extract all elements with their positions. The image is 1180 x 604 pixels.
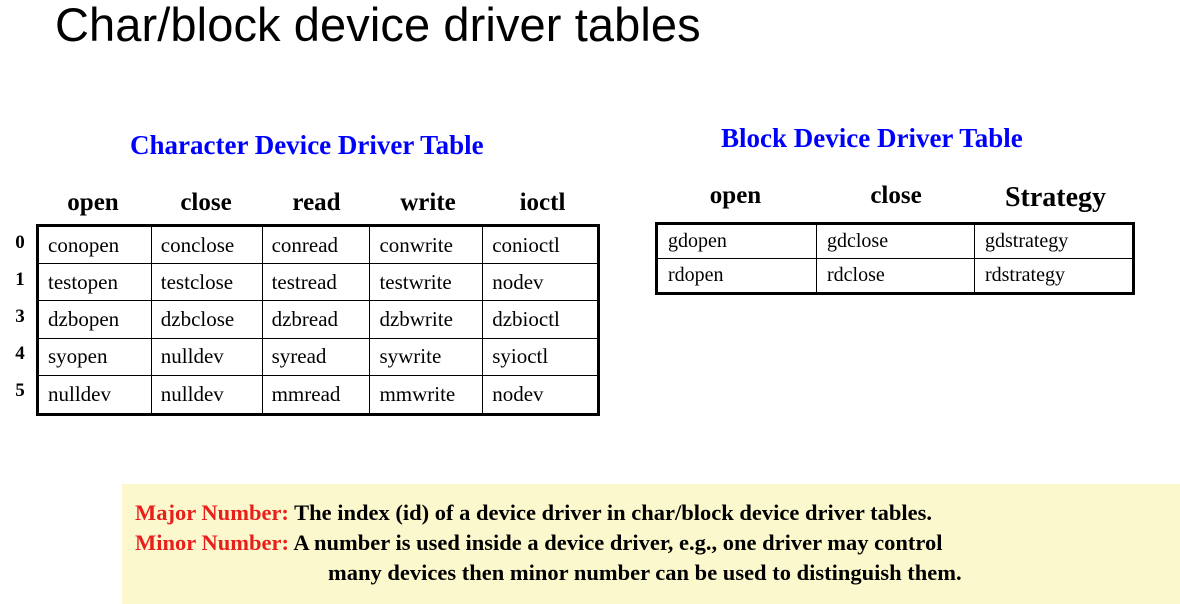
minor-number-text-continued: many devices then minor number can be us… bbox=[328, 560, 962, 585]
table-row: syopen nulldev syread sywrite syioctl bbox=[39, 338, 597, 376]
char-row-index: 5 bbox=[15, 380, 25, 402]
minor-number-definition: Minor Number: A number is used inside a … bbox=[135, 528, 943, 558]
table-cell: conopen bbox=[39, 227, 152, 264]
char-table-heading: Character Device Driver Table bbox=[130, 130, 484, 160]
major-number-text: The index (id) of a device driver in cha… bbox=[288, 500, 933, 525]
table-cell: syopen bbox=[39, 338, 152, 375]
table-cell: testread bbox=[263, 264, 371, 301]
table-cell: gdstrategy bbox=[984, 229, 1069, 252]
definitions-callout: Major Number: The index (id) of a device… bbox=[122, 484, 1180, 604]
char-table-column-headers: open close read write ioctl bbox=[36, 189, 600, 217]
char-row-index: 1 bbox=[15, 268, 25, 290]
block-column-header-open: open bbox=[709, 182, 762, 209]
table-row: nulldev nulldev mmread mmwrite nodev bbox=[39, 375, 597, 413]
table-cell: dzbioctl bbox=[492, 306, 560, 331]
char-table-row-index-column: 0 1 3 4 5 bbox=[8, 224, 32, 410]
table-cell: conwrite bbox=[370, 227, 484, 264]
page-title: Char/block device driver tables bbox=[55, 0, 701, 51]
table-cell: mmwrite bbox=[370, 375, 484, 413]
char-column-header-ioctl: ioctl bbox=[519, 189, 566, 216]
table-row: testopen testclose testread testwrite no… bbox=[39, 264, 597, 302]
table-cell: nulldev bbox=[152, 338, 263, 375]
table-cell: gdclose bbox=[817, 225, 975, 258]
table-cell: dzbopen bbox=[39, 301, 152, 338]
char-column-header-write: write bbox=[400, 189, 456, 216]
major-number-label: Major Number: bbox=[135, 500, 289, 525]
block-column-header-strategy: Strategy bbox=[1004, 182, 1107, 213]
table-row: gdopen gdclose gdstrategy bbox=[658, 225, 1132, 259]
major-number-definition: Major Number: The index (id) of a device… bbox=[135, 498, 932, 528]
table-cell: gdopen bbox=[658, 225, 817, 258]
minor-number-label: Minor Number: bbox=[135, 530, 289, 555]
char-row-index: 4 bbox=[15, 343, 25, 365]
table-cell: rdopen bbox=[658, 258, 817, 292]
table-cell: nulldev bbox=[39, 375, 152, 413]
table-row: dzbopen dzbclose dzbread dzbwrite dzbioc… bbox=[39, 301, 597, 339]
table-cell: rdstrategy bbox=[984, 263, 1065, 286]
table-cell: mmread bbox=[263, 375, 371, 413]
table-cell: rdclose bbox=[817, 258, 975, 292]
char-column-header-open: open bbox=[67, 189, 119, 216]
table-cell: dzbclose bbox=[152, 301, 263, 338]
table-row: conopen conclose conread conwrite conioc… bbox=[39, 227, 597, 265]
table-cell: dzbread bbox=[263, 301, 371, 338]
char-row-index: 3 bbox=[15, 305, 25, 327]
table-row: rdopen rdclose rdstrategy bbox=[658, 258, 1132, 292]
table-cell: sywrite bbox=[370, 338, 484, 375]
table-cell: syioctl bbox=[492, 344, 549, 369]
block-device-driver-table: gdopen gdclose gdstrategy rdopen rdclose… bbox=[655, 222, 1135, 295]
char-row-index: 0 bbox=[15, 231, 25, 253]
table-cell: nodev bbox=[492, 269, 544, 294]
table-cell: testclose bbox=[152, 264, 263, 301]
block-table-heading: Block Device Driver Table bbox=[721, 123, 1023, 153]
table-cell: conread bbox=[263, 227, 371, 264]
table-cell: dzbwrite bbox=[370, 301, 484, 338]
table-cell: nulldev bbox=[152, 375, 263, 413]
table-cell: conioctl bbox=[492, 232, 560, 257]
table-cell: conclose bbox=[152, 227, 263, 264]
char-column-header-close: close bbox=[180, 189, 232, 216]
character-device-driver-table: conopen conclose conread conwrite conioc… bbox=[36, 224, 600, 416]
table-cell: testopen bbox=[39, 264, 152, 301]
table-cell: nodev bbox=[492, 381, 544, 406]
minor-number-text: A number is used inside a device driver,… bbox=[288, 530, 943, 555]
block-table-column-headers: open close Strategy bbox=[655, 182, 1135, 214]
table-cell: syread bbox=[263, 338, 371, 375]
block-column-header-close: close bbox=[870, 182, 922, 209]
char-column-header-read: read bbox=[292, 189, 341, 216]
table-cell: testwrite bbox=[370, 264, 484, 301]
